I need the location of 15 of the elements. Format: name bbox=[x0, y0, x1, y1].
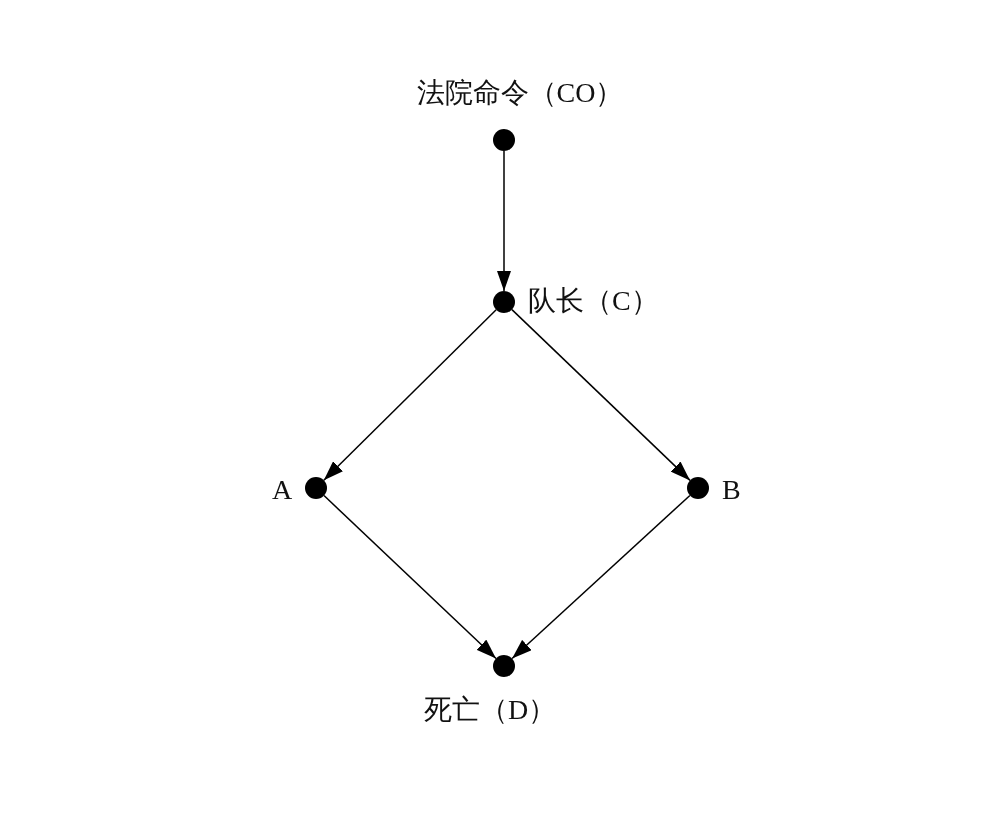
arrow bbox=[511, 494, 691, 660]
node-dot bbox=[687, 477, 709, 499]
arrow bbox=[511, 308, 691, 482]
node-label: 法院命令（CO） bbox=[416, 77, 624, 109]
node-label: B bbox=[722, 474, 741, 506]
node-label: A bbox=[272, 474, 293, 506]
arrow bbox=[497, 150, 511, 292]
node-dot bbox=[493, 655, 515, 677]
node-label: 队长（C） bbox=[528, 285, 659, 317]
arrow bbox=[323, 494, 497, 660]
arrow bbox=[323, 309, 497, 481]
node-dot bbox=[305, 477, 327, 499]
node-dot bbox=[493, 129, 515, 151]
node-label: 死亡（D） bbox=[424, 694, 557, 726]
node-dot bbox=[493, 291, 515, 313]
